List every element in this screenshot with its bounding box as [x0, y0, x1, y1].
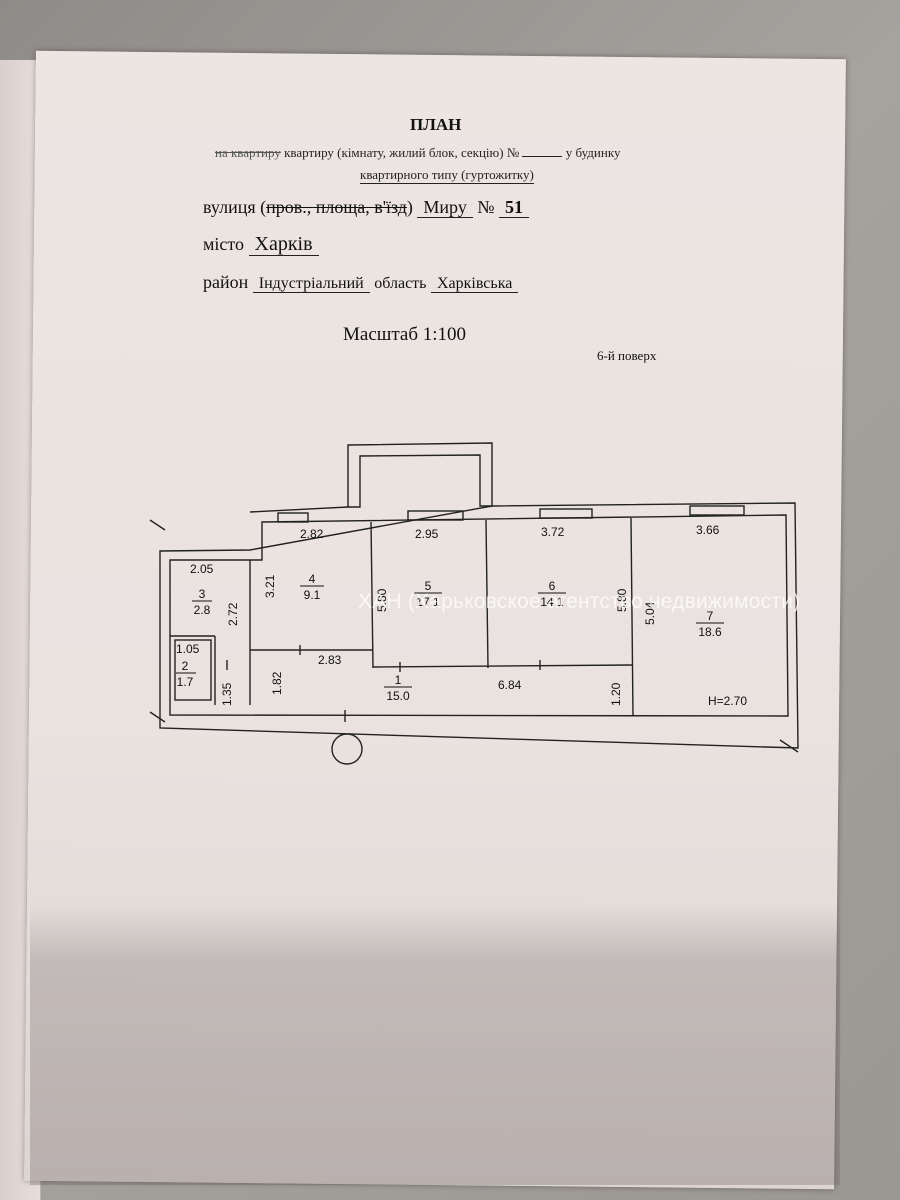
street-label: вулиця — [203, 197, 256, 217]
watermark: ХАН (Харьковское агентство недвижимости) — [358, 590, 801, 613]
plan-labels: 2.82 2.95 3.72 3.66 2.05 1.05 2.83 6.84 … — [176, 523, 747, 708]
room-5-label: 5 17.1 — [414, 579, 442, 609]
city-row: місто Харків — [203, 233, 319, 256]
dim-r3-side: 2.72 — [226, 602, 240, 626]
dim-r6-top: 3.72 — [541, 525, 565, 539]
axis-ticks — [149, 519, 799, 753]
inner-wall — [169, 514, 789, 717]
district-row: район Індустріальний область Харківська — [203, 272, 519, 293]
dim-r7-side: 5.04 — [643, 601, 657, 625]
region-label: область — [374, 275, 427, 292]
apartment-number-blank — [522, 156, 563, 157]
balcony — [347, 442, 493, 508]
dim-r4-side: 3.21 — [263, 574, 277, 598]
street-value: Миру — [417, 197, 473, 218]
wall-4-5 — [370, 521, 374, 669]
room-area: 2.8 — [194, 603, 211, 617]
window-6 — [539, 508, 593, 519]
street-type-struck: пров., площа, в'їзд — [266, 197, 407, 217]
dim-corr-len: 6.84 — [498, 678, 522, 692]
floor-label: 6-й поверх — [597, 348, 657, 363]
room-number: 3 — [199, 587, 206, 601]
dim-r3-top: 2.05 — [190, 562, 214, 576]
district-value: Індустріальний — [252, 275, 370, 293]
room-number: 5 — [425, 579, 432, 593]
dim-height: H=2.70 — [708, 694, 747, 708]
room-area: 1.7 — [177, 675, 194, 689]
city-label: місто — [203, 234, 245, 254]
dim-r4-top: 2.82 — [300, 527, 324, 541]
struck-text: на квартиру — [215, 145, 281, 160]
room-number: 6 — [549, 579, 556, 593]
room-7-label: 7 18.6 — [696, 609, 724, 639]
hand-shadow — [30, 905, 840, 1185]
region-value: Харківська — [430, 275, 519, 293]
dim-corr-mid: 1.82 — [270, 671, 284, 695]
dim-r7-top: 3.66 — [696, 523, 720, 537]
room-3-label: 3 2.8 — [192, 587, 212, 617]
room-1-label: 1 15.0 — [384, 673, 412, 703]
street-type-close: ) — [406, 197, 413, 217]
room-number: 2 — [182, 659, 189, 673]
apartment-suffix: у будинку — [565, 145, 621, 160]
apartment-text: квартиру (кімнату, жилий блок, секцію) № — [284, 145, 520, 160]
district-label: район — [203, 272, 249, 292]
room-2-box — [174, 639, 212, 701]
number-value: 51 — [499, 197, 530, 218]
wall-6-7 — [630, 517, 634, 717]
room-4-label: 4 9.1 — [300, 572, 324, 602]
street-type-open: ( — [260, 197, 267, 217]
document-title: ПЛАН — [410, 115, 462, 134]
room-6-label: 6 14.1 — [538, 579, 566, 609]
wall-hall — [372, 664, 633, 668]
room-area: 14.1 — [540, 595, 564, 609]
window-5 — [407, 510, 464, 521]
city-value: Харків — [248, 233, 319, 256]
entrance-circle — [331, 733, 363, 765]
scale-label: Масштаб 1:100 — [343, 324, 467, 345]
room-area: 17.1 — [416, 595, 440, 609]
building-type-line: квартирного типу (гуртожитку) — [360, 167, 534, 184]
room-area: 18.6 — [698, 625, 722, 639]
dim-r6-side: 5.80 — [615, 588, 629, 612]
apartment-line: на квартиру квартиру (кімнату, жилий бло… — [215, 145, 620, 161]
window-7 — [689, 505, 745, 516]
dim-r5-top: 2.95 — [415, 527, 439, 541]
dim-corr-right: 1.20 — [609, 682, 623, 706]
room-area: 9.1 — [304, 588, 321, 602]
dim-r5-side: 5.80 — [375, 588, 389, 612]
number-label: № — [477, 197, 495, 217]
outer-wall — [159, 502, 799, 749]
dim-corr-top: 2.83 — [318, 653, 342, 667]
dim-corr-left: 1.35 — [220, 682, 234, 706]
room-2-label: 2 1.7 — [176, 659, 196, 689]
room-number: 4 — [309, 572, 316, 586]
window-4 — [277, 512, 309, 523]
wall-5-6 — [485, 519, 489, 669]
dim-r2-top: 1.05 — [176, 642, 200, 656]
room-area: 15.0 — [386, 689, 410, 703]
street-row: вулиця (пров., площа, в'їзд) Миру № 51 — [203, 197, 530, 218]
room-number: 7 — [707, 609, 714, 623]
room-number: 1 — [395, 673, 402, 687]
plan-walls — [149, 442, 799, 765]
